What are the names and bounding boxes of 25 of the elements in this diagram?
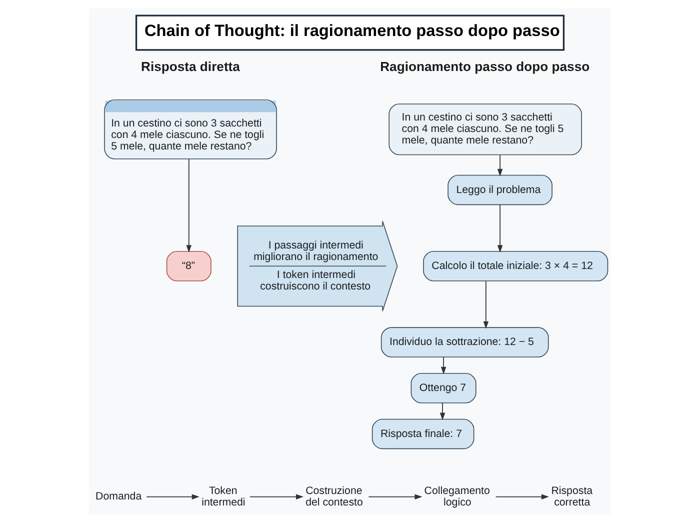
node-box: Leggo il problema <box>448 174 552 206</box>
node-text: Costruzione del contesto <box>306 484 363 508</box>
arrow <box>497 204 503 253</box>
node-text: Domanda <box>96 490 142 503</box>
arrow <box>440 402 446 420</box>
arrow <box>186 158 192 253</box>
node-box: Risposta finale: 7 <box>372 418 474 450</box>
diagram-title: Chain of Thought: il ragionamento passo dopo passo <box>144 22 560 40</box>
node-box: “8” <box>166 250 212 282</box>
arrow <box>249 494 304 500</box>
arrow <box>440 356 446 374</box>
node-box: In un cestino ci sono 3 sacchetti con 4 mele ciascuno. Se ne togli 5 mele, quante mele restano? <box>388 104 582 156</box>
arrow <box>495 494 549 500</box>
node-box: Individuo la sottrazione: 12 − 5 <box>380 327 549 358</box>
arrow <box>497 154 503 176</box>
node-text: Token intermedi <box>202 484 246 508</box>
node-text: Collegamento logico <box>424 484 490 508</box>
node-box: Calcolo il totale iniziale: 3 × 4 = 12 <box>423 250 608 282</box>
label: Ragionamento passo dopo passo <box>380 59 590 74</box>
arrow <box>368 494 422 500</box>
node-box: Ottengo 7 <box>410 372 476 404</box>
node-text: Risposta corretta <box>551 484 593 508</box>
label: Risposta diretta <box>140 59 240 74</box>
arrow <box>146 494 200 500</box>
arrow <box>483 280 489 329</box>
